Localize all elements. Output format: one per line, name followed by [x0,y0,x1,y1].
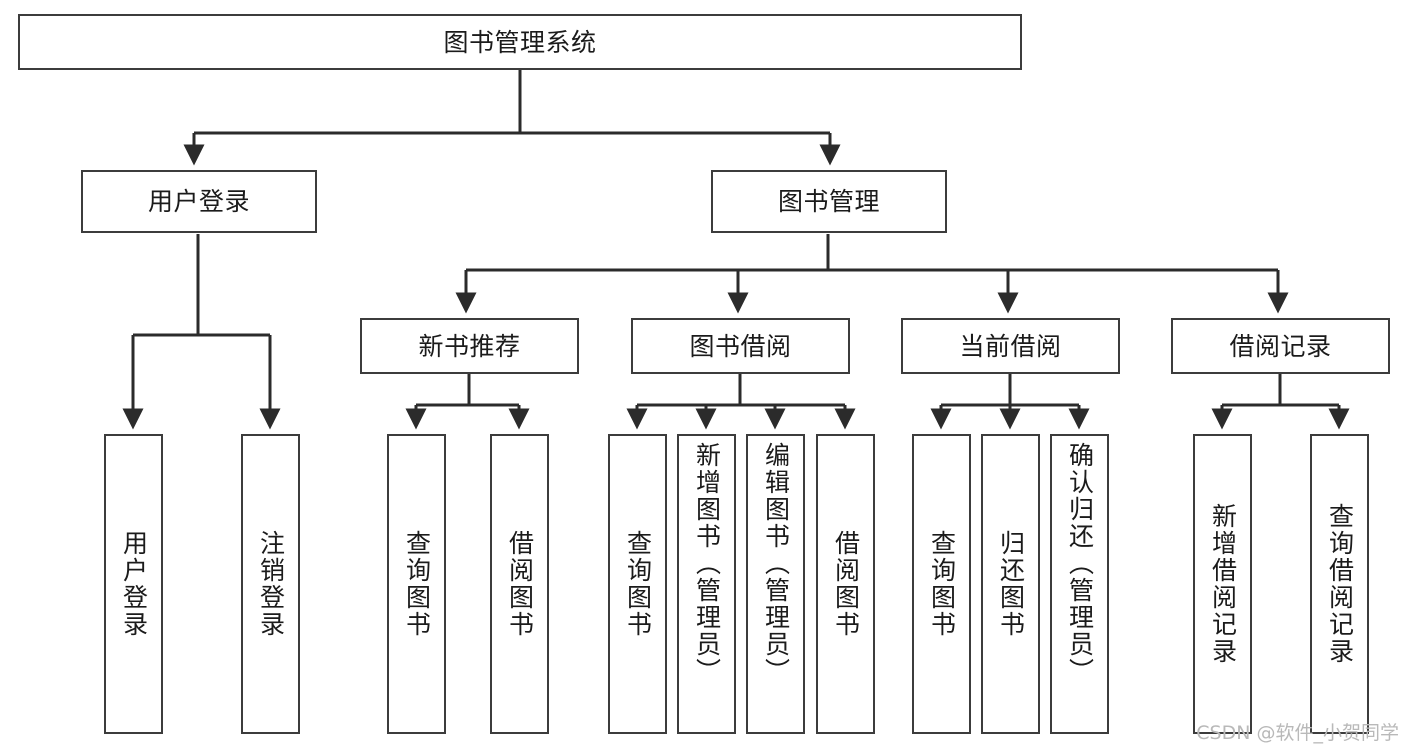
node-label: 图书管理 [777,187,880,216]
node-label: 归还图书 [996,530,1026,638]
leaf-user-login[interactable]: 用户登录 [104,434,163,734]
leaf-add-borrow-record[interactable]: 新增借阅记录 [1193,434,1252,734]
node-label: 当前借阅 [959,331,1062,361]
node-label: 新书推荐 [418,331,521,361]
leaf-query-book-borrow[interactable]: 查询图书 [608,434,667,734]
node-label: 查询图书 [402,530,432,638]
leaf-query-borrow-record[interactable]: 查询借阅记录 [1310,434,1369,734]
watermark-text: CSDN @软件_小贺同学 [1196,722,1399,744]
node-label: 新增图书（管理员） [692,442,722,685]
node-label: 用户登录 [147,187,250,216]
node-label: 查询图书 [927,530,957,638]
node-book-borrow[interactable]: 图书借阅 [631,318,850,374]
leaf-borrow-book[interactable]: 借阅图书 [816,434,875,734]
node-borrow-record[interactable]: 借阅记录 [1171,318,1390,374]
node-current-borrow[interactable]: 当前借阅 [901,318,1120,374]
leaf-query-book-current[interactable]: 查询图书 [912,434,971,734]
node-book-manage[interactable]: 图书管理 [711,170,947,233]
leaf-query-book-recommend[interactable]: 查询图书 [387,434,446,734]
leaf-add-book-admin[interactable]: 新增图书（管理员） [677,434,736,734]
node-label: 注销登录 [256,530,286,638]
leaf-borrow-book-recommend[interactable]: 借阅图书 [490,434,549,734]
node-new-book-recommend[interactable]: 新书推荐 [360,318,579,374]
leaf-edit-book-admin[interactable]: 编辑图书（管理员） [746,434,805,734]
leaf-confirm-return-admin[interactable]: 确认归还（管理员） [1050,434,1109,734]
node-label: 查询图书 [623,530,653,638]
node-root-system[interactable]: 图书管理系统 [18,14,1022,70]
node-user-login[interactable]: 用户登录 [81,170,317,233]
node-label: 查询借阅记录 [1325,503,1355,665]
node-label: 图书借阅 [689,331,792,361]
node-label: 新增借阅记录 [1208,503,1238,665]
leaf-return-book[interactable]: 归还图书 [981,434,1040,734]
node-label: 借阅图书 [505,530,535,638]
node-label: 用户登录 [119,530,149,638]
node-label: 确认归还（管理员） [1065,442,1095,685]
node-label: 借阅记录 [1229,331,1332,361]
node-label: 图书管理系统 [443,27,597,57]
node-label: 借阅图书 [831,530,861,638]
node-label: 编辑图书（管理员） [761,442,791,685]
leaf-logout[interactable]: 注销登录 [241,434,300,734]
